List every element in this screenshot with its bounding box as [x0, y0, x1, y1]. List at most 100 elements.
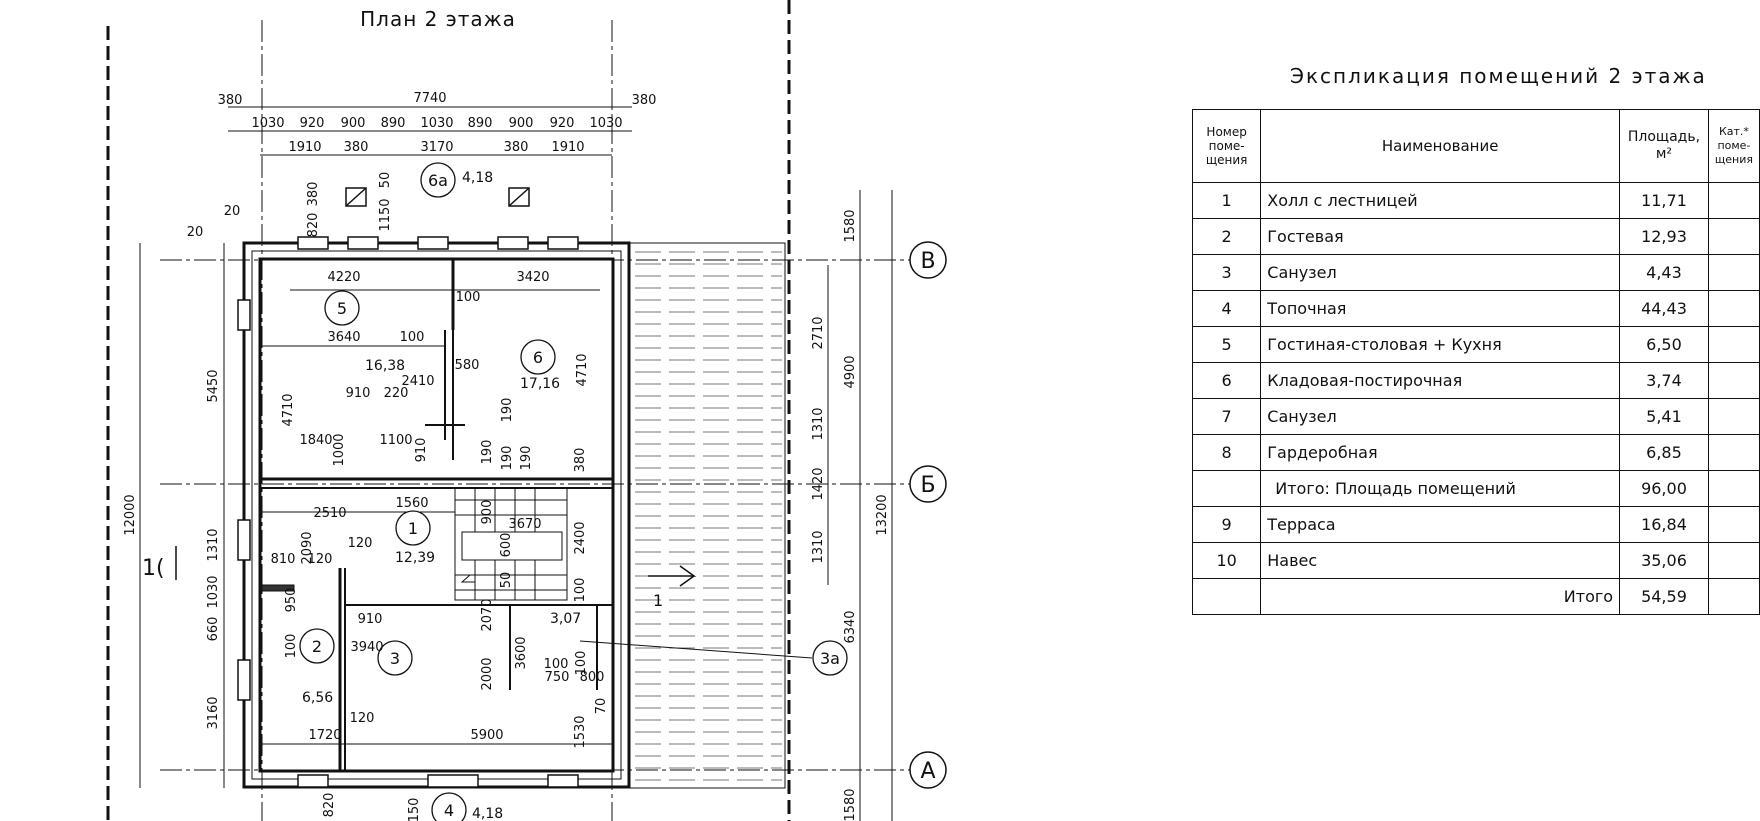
dimension-label: 50 — [378, 172, 393, 189]
dimension-label: 1030 — [251, 116, 284, 131]
cell-name: Топочная — [1260, 290, 1621, 327]
dimension-label: 150 — [407, 798, 422, 821]
dimension-label: 380 — [632, 93, 657, 108]
dimension-label: 12000 — [123, 494, 138, 535]
dimension-label: 2400 — [573, 521, 588, 554]
windows — [237, 236, 579, 788]
cell-number: 2 — [1191, 218, 1262, 255]
dimension-label: 1030 — [420, 116, 453, 131]
axis-label-v: В — [920, 249, 935, 274]
header-number: Номер поме- щения — [1191, 109, 1262, 183]
room-tag-4 — [431, 792, 467, 821]
explication-table: Номер поме- щения Наименование Площадь, … — [1191, 109, 1760, 615]
dimension-label: 6 — [533, 348, 543, 367]
room-tag-6 — [520, 339, 556, 375]
cell-category — [1707, 542, 1760, 579]
cell-name: Гостевая — [1260, 218, 1621, 255]
dimension-label: 120 — [308, 552, 333, 567]
dimension-label: 2710 — [811, 316, 826, 349]
dimension-label: 4 — [444, 801, 454, 820]
dimension-label: 890 — [381, 116, 406, 131]
dimension-label: 900 — [341, 116, 366, 131]
room-tag-1 — [395, 510, 431, 546]
dimension-label: 380 — [344, 140, 369, 155]
cell-number — [1191, 470, 1262, 507]
cell-area: 35,06 — [1619, 542, 1709, 579]
dimension-label: 1530 — [573, 715, 588, 748]
room-tags: 5 6 6а 1 2 3 3а 4 — [299, 162, 848, 821]
dimension-label: 1420 — [811, 467, 826, 500]
dimension-label: 900 — [480, 500, 495, 525]
cell-number: 8 — [1191, 434, 1262, 471]
dimension-label: 820 — [306, 213, 321, 238]
dimension-label: 750 — [545, 670, 570, 685]
dimension-label: 5 — [337, 299, 347, 318]
dimension-label: 380 — [218, 93, 243, 108]
cell-category — [1707, 470, 1760, 507]
dimension-label: 100 — [400, 330, 425, 345]
cell-number: 4 — [1191, 290, 1262, 327]
cell-category — [1707, 578, 1760, 615]
cell-area: 16,84 — [1619, 506, 1709, 543]
dimension-label: 1840 — [299, 433, 332, 448]
dimension-label: 810 — [271, 552, 296, 567]
dimension-label: 910 — [414, 438, 429, 463]
dimension-label: 2 — [312, 637, 322, 656]
cell-category — [1707, 398, 1760, 435]
cell-number: 7 — [1191, 398, 1262, 435]
dimension-label: 920 — [550, 116, 575, 131]
cell-category — [1707, 362, 1760, 399]
cell-area: 44,43 — [1619, 290, 1709, 327]
dimension-label: 190 — [519, 446, 534, 471]
dimension-label: 70 — [594, 698, 609, 715]
cell-number: 9 — [1191, 506, 1262, 543]
dimension-label: 3 — [390, 649, 400, 668]
dimension-label: 1150 — [378, 198, 393, 231]
axis-label-a: А — [920, 759, 935, 784]
dimension-texts: 7740 380 380 1030 920 900 890 1030 890 9… — [187, 91, 657, 743]
axis-lines — [160, 20, 910, 821]
header-category: Кат.* поме- щения — [1707, 109, 1760, 183]
dimension-label: 4710 — [575, 353, 590, 386]
cell-area: 6,50 — [1619, 326, 1709, 363]
room-tag-2 — [299, 628, 335, 664]
dimension-label: 1720 — [308, 728, 341, 743]
cell-category — [1707, 218, 1760, 255]
explication-title: Экспликация помещений 2 этажа — [1290, 64, 1707, 88]
cell-number: 1 — [1191, 182, 1262, 219]
cell-area: 4,43 — [1619, 254, 1709, 291]
dimension-label: 190 — [500, 398, 515, 423]
terrace-hatch — [628, 242, 786, 789]
cell-category — [1707, 182, 1760, 219]
room-tag-6a — [420, 162, 456, 198]
dimension-label: 1910 — [551, 140, 584, 155]
dimension-label: 2510 — [313, 506, 346, 521]
dimension-label: 1910 — [288, 140, 321, 155]
dimension-label: 100 — [456, 290, 481, 305]
cell-area: 5,41 — [1619, 398, 1709, 435]
dimension-label: 20 — [224, 204, 241, 219]
dimension-label: 910 — [346, 386, 371, 401]
cell-number: 3 — [1191, 254, 1262, 291]
dimension-label: 190 — [480, 440, 495, 465]
dimension-label: 3420 — [516, 270, 549, 285]
dimension-label: 100 — [284, 634, 299, 659]
dimension-label: 190 — [500, 446, 515, 471]
dimension-label: 1030 — [206, 575, 221, 608]
cell-number: 6 — [1191, 362, 1262, 399]
dimension-label: 1000 — [332, 433, 347, 466]
cell-name: Итого — [1260, 578, 1621, 615]
dimension-label: 380 — [306, 182, 321, 207]
dimension-label: 1310 — [811, 530, 826, 563]
cell-area: 11,71 — [1619, 182, 1709, 219]
vertical-dimension-texts: 12000 5450 1310 1030 660 3160 13200 1580… — [123, 172, 890, 821]
dimension-label: 910 — [358, 612, 383, 627]
dimension-label: 2000 — [480, 657, 495, 690]
dimension-label: 900 — [509, 116, 534, 131]
